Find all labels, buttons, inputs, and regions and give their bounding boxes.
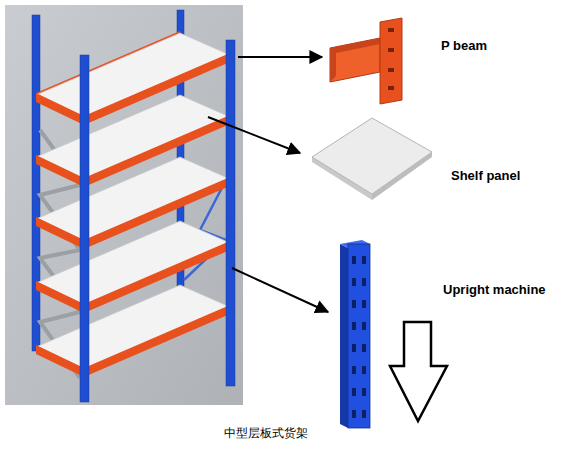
panel-face — [312, 118, 432, 194]
plate-hole — [388, 28, 394, 32]
beam-flange — [330, 38, 380, 82]
upright-hole — [352, 344, 356, 352]
plate-hole — [388, 68, 394, 72]
upright-holes — [352, 256, 366, 418]
beam — [84, 305, 230, 377]
part-label: Upright machine — [443, 282, 546, 297]
plate-hole — [388, 48, 394, 52]
upright-hole — [352, 388, 356, 396]
upright-hole — [352, 256, 356, 264]
upright-hole — [362, 322, 366, 330]
leader-arrow — [238, 56, 322, 58]
upright-hole — [352, 300, 356, 308]
upright-hole — [362, 410, 366, 418]
part-label: Shelf panel — [451, 168, 520, 183]
upright-hole — [362, 388, 366, 396]
upright-hole — [362, 300, 366, 308]
upright — [80, 55, 89, 402]
caption: 中型层板式货架 — [224, 425, 308, 442]
shelf-panel — [36, 285, 230, 370]
upright — [226, 40, 235, 386]
beam — [36, 281, 84, 313]
down-arrow — [390, 322, 447, 421]
shelf-levels — [36, 33, 230, 377]
beam — [36, 155, 84, 187]
shelf-panel — [36, 157, 230, 242]
shelf-panel — [36, 221, 230, 306]
upright — [32, 15, 40, 351]
upright-face — [348, 244, 370, 428]
upright-hole — [362, 256, 366, 264]
leader-arrow — [232, 268, 328, 312]
beam-body — [330, 38, 380, 82]
upright-hole — [352, 366, 356, 374]
shelf-panel-part — [312, 118, 432, 200]
upright-hole — [352, 278, 356, 286]
upright-hole — [362, 344, 366, 352]
upright-hole — [352, 322, 356, 330]
upright-hole — [362, 278, 366, 286]
upright-hole — [362, 366, 366, 374]
plate-hole — [388, 86, 394, 90]
upright-part — [340, 240, 370, 428]
leader-arrow — [208, 117, 300, 153]
upright-hole — [352, 410, 356, 418]
part-label: P beam — [441, 38, 487, 53]
beam — [36, 345, 84, 377]
beam-plate — [380, 18, 402, 104]
beam — [36, 93, 84, 125]
upright-side — [340, 244, 348, 428]
background-panel — [5, 5, 243, 405]
p-beam-part — [330, 18, 402, 104]
beam — [36, 217, 84, 249]
